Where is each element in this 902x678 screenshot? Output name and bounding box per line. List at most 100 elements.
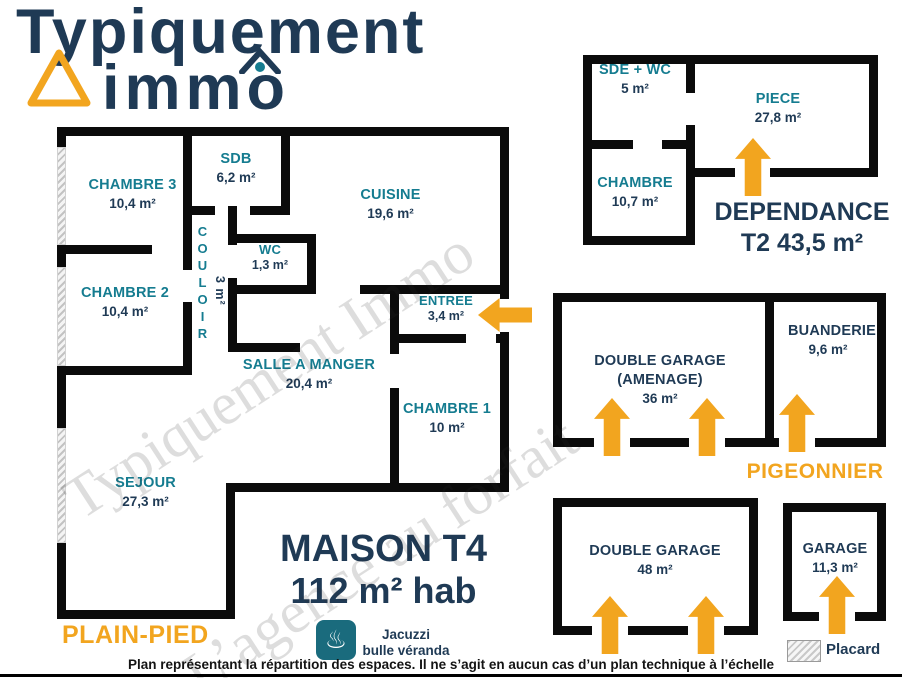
wall	[855, 612, 886, 621]
logo-word-typiquement: Typiquement	[16, 0, 426, 67]
wall	[877, 293, 886, 447]
jacuzzi-glyph: ♨	[324, 626, 348, 654]
room-area: 6,2 m²	[216, 169, 256, 185]
room-name: CHAMBRE 1	[403, 401, 491, 417]
wall	[183, 127, 192, 248]
room-chambre2: CHAMBRE 2 10,4 m²	[66, 284, 184, 320]
dependance-title-line1: DEPENDANCE	[714, 198, 890, 226]
room-buanderie: BUANDERIE 9,6 m²	[788, 322, 876, 358]
room-name: GARAGE	[802, 541, 868, 557]
window-hatch	[57, 428, 66, 543]
garage-door-arrow-icon	[819, 576, 855, 634]
wall	[686, 55, 695, 93]
jacuzzi-legend: Jacuzzi bulle véranda	[356, 627, 456, 659]
room-area: 10,4 m²	[109, 195, 156, 211]
room-name: CHAMBRE 2	[81, 285, 169, 301]
room-couloir-name: COULOIR	[195, 224, 210, 343]
wall	[583, 140, 633, 149]
wall	[307, 234, 316, 285]
room-dependance-chambre: CHAMBRE 10,7 m²	[590, 174, 680, 210]
wall	[183, 206, 215, 215]
pigeonnier-label: PIGEONNIER	[746, 460, 884, 483]
logo-word-immo: immo	[102, 53, 291, 123]
room-area: 10,7 m²	[611, 193, 659, 209]
room-cuisine: CUISINE 19,6 m²	[338, 186, 443, 222]
wall	[583, 55, 878, 64]
wall	[183, 248, 192, 270]
room-garage: GARAGE 11,3 m²	[791, 540, 879, 576]
wall	[250, 206, 290, 215]
buanderie-entrance-arrow-icon	[779, 394, 815, 452]
wall	[724, 626, 758, 635]
house-title: MAISON T4 112 m² hab	[256, 528, 511, 611]
room-name: PIECE	[755, 91, 801, 107]
wall	[553, 626, 592, 635]
wall	[662, 140, 695, 149]
wall	[183, 302, 192, 366]
wall	[553, 438, 594, 447]
dependance-entrance-arrow-icon	[735, 138, 771, 196]
disclaimer-text: Plan représentant la répartition des esp…	[128, 657, 774, 672]
wall	[228, 278, 237, 346]
logo-triangle-icon	[26, 48, 92, 113]
double-garage-door-arrow-icon	[592, 596, 628, 654]
room-name: DOUBLE GARAGE	[594, 353, 726, 369]
room-name: CHAMBRE	[597, 175, 673, 191]
double-garage-door-arrow-icon	[688, 596, 724, 654]
wall	[500, 127, 509, 299]
room-area: 27,8 m²	[754, 109, 802, 125]
house-title-line2: 112 m² hab	[290, 569, 477, 611]
wall	[783, 503, 886, 512]
room-name: CUISINE	[360, 187, 421, 203]
room-area: 9,6 m²	[808, 341, 848, 357]
house-entrance-arrow-icon	[478, 298, 532, 332]
wall	[57, 245, 66, 267]
wall	[686, 125, 695, 154]
wall	[57, 366, 66, 428]
wall	[228, 483, 509, 492]
room-double-garage-amenage: DOUBLE GARAGE (AMENAGE) 36 m²	[572, 352, 748, 407]
wall	[783, 612, 819, 621]
wall	[628, 626, 688, 635]
wall	[360, 285, 509, 294]
room-area: 5 m²	[621, 80, 649, 96]
room-sejour: SEJOUR 27,3 m²	[88, 474, 203, 510]
room-name: BUANDERIE	[788, 323, 876, 339]
logo-house-icon	[238, 46, 282, 79]
wall	[686, 168, 735, 177]
wall	[783, 503, 792, 621]
wall	[237, 234, 316, 243]
room-area: 36 m²	[642, 390, 678, 406]
room-entree: ENTREE 3,4 m²	[406, 293, 486, 324]
wall	[57, 366, 192, 375]
wall	[226, 483, 235, 619]
bottom-border	[0, 674, 902, 677]
room-chambre3: CHAMBRE 3 10,4 m²	[70, 176, 195, 212]
window-hatch	[57, 147, 66, 245]
wall	[496, 334, 509, 343]
room-area: 48 m²	[637, 561, 673, 577]
room-sde-wc: SDE + WC 5 m²	[590, 61, 680, 97]
wall	[390, 334, 466, 343]
room-wc: WC 1,3 m²	[239, 242, 301, 273]
placard-hatch-swatch	[787, 640, 821, 662]
wall	[228, 285, 316, 294]
room-name: WC	[258, 242, 282, 257]
wall	[228, 343, 300, 352]
room-area: 20,4 m²	[285, 375, 333, 391]
room-area: 10,4 m²	[101, 303, 149, 319]
wall	[630, 438, 689, 447]
room-area: 10 m²	[429, 419, 465, 435]
room-name: SALLE A MANGER	[242, 357, 376, 373]
house-title-line1: MAISON T4	[280, 528, 487, 570]
room-area: 19,6 m²	[367, 205, 414, 221]
wall	[686, 145, 695, 245]
wall	[553, 293, 886, 302]
room-name-2: (AMENAGE)	[617, 371, 703, 388]
wall	[390, 388, 399, 483]
room-chambre1: CHAMBRE 1 10 m²	[396, 400, 498, 436]
room-name: ENTREE	[419, 293, 473, 308]
wall	[725, 438, 779, 447]
placard-label: Placard	[826, 641, 881, 658]
